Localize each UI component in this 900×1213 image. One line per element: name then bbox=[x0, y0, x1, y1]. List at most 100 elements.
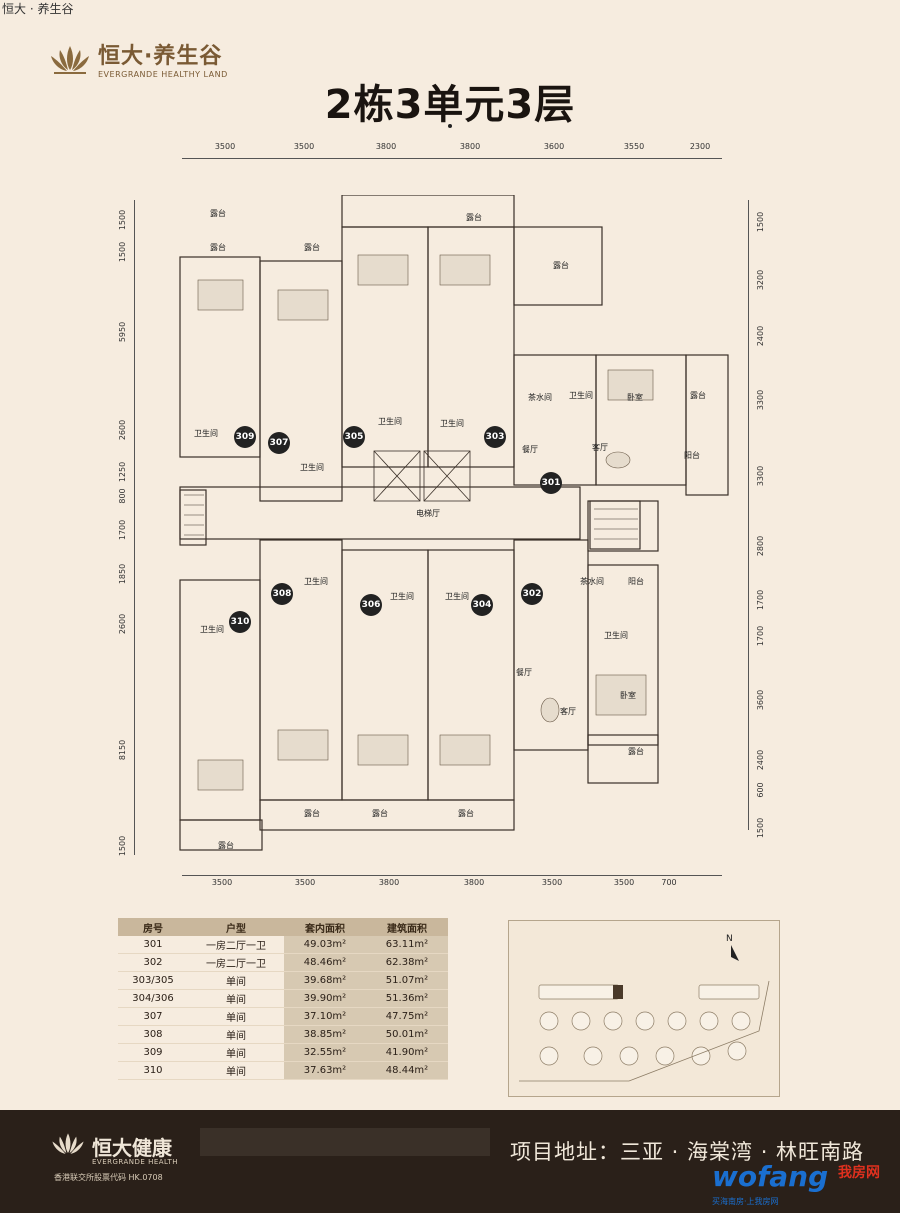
table-cell: 310 bbox=[118, 1061, 188, 1080]
footer-brand-name: 恒大健康 bbox=[92, 1136, 172, 1160]
unit-badge-305: 305 bbox=[343, 426, 365, 448]
table-cell: 309 bbox=[118, 1043, 188, 1062]
bottom-dimensions: 3500 3500 3800 3800 3500 3500 700 bbox=[182, 878, 722, 892]
room-bedroom: 卧室 bbox=[620, 691, 636, 700]
dim-label: 3500 bbox=[613, 878, 635, 887]
room-terrace: 露台 bbox=[458, 809, 474, 818]
unit-badge-304: 304 bbox=[471, 594, 493, 616]
dim-label: 2300 bbox=[689, 142, 711, 151]
footer-brand-en: EVERGRANDE HEALTH bbox=[92, 1158, 179, 1166]
dim-label: 3500 bbox=[214, 142, 236, 151]
table-cell: 37.63m² bbox=[284, 1061, 366, 1080]
table-cell: 单间 bbox=[188, 971, 284, 990]
health-logo-icon bbox=[52, 1133, 84, 1154]
table-cell: 308 bbox=[118, 1025, 188, 1044]
watermark-cn: 我房网 bbox=[838, 1165, 880, 1181]
room-bath: 卫生间 bbox=[390, 592, 414, 601]
room-living: 客厅 bbox=[560, 707, 576, 716]
dim-label: 3550 bbox=[623, 142, 645, 151]
north-arrow-icon bbox=[731, 945, 739, 961]
dim-label: 2400 bbox=[756, 325, 765, 347]
room-living: 客厅 bbox=[592, 443, 608, 452]
left-dimension-line bbox=[134, 200, 135, 855]
brand-logo: 恒大·养生谷 EVERGRANDE HEALTHY LAND bbox=[48, 38, 228, 79]
table-cell: 62.38m² bbox=[366, 953, 448, 972]
north-label: N bbox=[726, 934, 733, 944]
current-building-marker bbox=[613, 985, 623, 999]
right-dimension-line bbox=[748, 200, 749, 830]
room-bath: 卫生间 bbox=[194, 429, 218, 438]
table-cell: 303/305 bbox=[118, 971, 188, 990]
table-cell: 39.90m² bbox=[284, 989, 366, 1008]
table-header: 套内面积 bbox=[284, 918, 366, 936]
room-balcony: 阳台 bbox=[684, 451, 700, 460]
table-cell: 51.07m² bbox=[366, 971, 448, 990]
page-title: 2栋3单元3层 bbox=[324, 82, 576, 128]
room-bath: 卫生间 bbox=[300, 463, 324, 472]
project-address: 项目地址：三亚 · 海棠湾 · 林旺南路 bbox=[510, 1140, 865, 1164]
dim-label: 1500 bbox=[118, 241, 127, 263]
dim-label: 3800 bbox=[375, 142, 397, 151]
bottom-dimension-line bbox=[182, 875, 722, 876]
table-cell: 32.55m² bbox=[284, 1043, 366, 1062]
room-bath: 卫生间 bbox=[569, 391, 593, 400]
table-header: 房号 bbox=[118, 918, 188, 936]
dim-label: 2800 bbox=[756, 535, 765, 557]
dim-label: 1250 bbox=[118, 461, 127, 483]
table-cell: 39.68m² bbox=[284, 971, 366, 990]
left-dimensions: 1500 1500 5950 2600 1250 800 1700 1850 2… bbox=[118, 200, 132, 856]
stock-code: 香港联交所股票代码 HK.0708 bbox=[54, 1173, 163, 1182]
dim-label: 3500 bbox=[541, 878, 563, 887]
table-cell: 307 bbox=[118, 1007, 188, 1026]
dim-label: 3800 bbox=[378, 878, 400, 887]
room-dining: 餐厅 bbox=[516, 668, 532, 677]
floor-plan bbox=[179, 195, 729, 851]
room-terrace: 露台 bbox=[304, 243, 320, 252]
dim-label: 2600 bbox=[118, 419, 127, 441]
table-cell: 一房二厅一卫 bbox=[188, 936, 284, 954]
room-terrace: 露台 bbox=[304, 809, 320, 818]
room-terrace: 露台 bbox=[218, 841, 234, 850]
room-bedroom: 卧室 bbox=[627, 393, 643, 402]
site-plan-drawing: N bbox=[519, 934, 770, 1082]
table-cell: 63.11m² bbox=[366, 936, 448, 954]
dim-label: 1500 bbox=[118, 835, 127, 857]
room-tea: 茶水间 bbox=[528, 393, 552, 402]
room-terrace: 露台 bbox=[466, 213, 482, 222]
dim-label: 1700 bbox=[756, 625, 765, 647]
table-cell: 单间 bbox=[188, 1007, 284, 1026]
room-bath: 卫生间 bbox=[378, 417, 402, 426]
table-cell: 48.46m² bbox=[284, 953, 366, 972]
top-dimensions: 3500 3500 3800 3800 3600 3550 2300 bbox=[182, 142, 722, 156]
table-cell: 302 bbox=[118, 953, 188, 972]
right-dimensions: 1500 3200 2400 3300 3300 2800 1700 1700 … bbox=[756, 200, 770, 838]
table-cell: 301 bbox=[118, 936, 188, 954]
table-cell: 41.90m² bbox=[366, 1043, 448, 1062]
dim-label: 600 bbox=[756, 782, 765, 798]
dim-label: 2400 bbox=[756, 749, 765, 771]
dim-label: 3500 bbox=[294, 878, 316, 887]
table-cell: 48.44m² bbox=[366, 1061, 448, 1080]
room-bath: 卫生间 bbox=[304, 577, 328, 586]
table-header: 户型 bbox=[188, 918, 284, 936]
table-cell: 单间 bbox=[188, 1043, 284, 1062]
dim-label: 3500 bbox=[211, 878, 233, 887]
page-caption: 恒大 · 养生谷 bbox=[2, 2, 74, 16]
unit-badge-301: 301 bbox=[540, 472, 562, 494]
dim-label: 8150 bbox=[118, 739, 127, 761]
dim-label: 5950 bbox=[118, 321, 127, 343]
title-dot bbox=[448, 124, 452, 128]
dim-label: 3500 bbox=[293, 142, 315, 151]
lotus-logo-icon bbox=[51, 45, 89, 74]
room-bath: 卫生间 bbox=[445, 592, 469, 601]
table-cell: 单间 bbox=[188, 989, 284, 1008]
dim-label: 700 bbox=[661, 878, 677, 887]
room-terrace: 露台 bbox=[628, 747, 644, 756]
